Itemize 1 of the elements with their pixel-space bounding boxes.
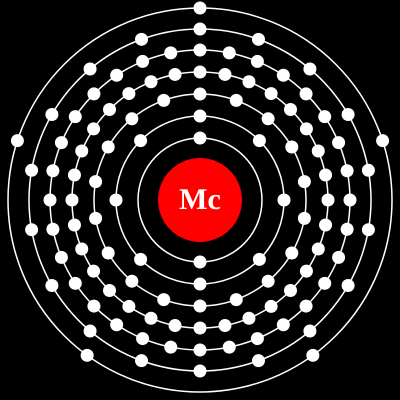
element-symbol: Mc [179, 185, 221, 215]
